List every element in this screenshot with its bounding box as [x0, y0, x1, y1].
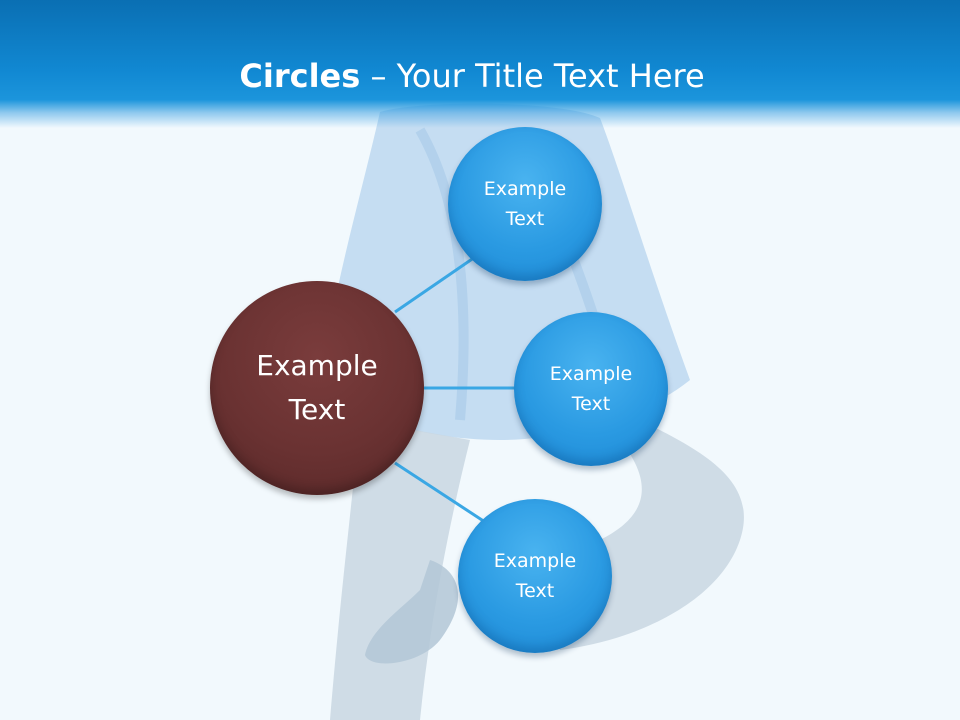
- title-bold: Circles: [239, 57, 361, 95]
- center-circle-line2: Text: [288, 393, 346, 426]
- slide-title: Circles – Your Title Text Here: [0, 54, 944, 98]
- title-bar: [0, 0, 960, 128]
- outer-circle-top: Example Text: [448, 127, 602, 281]
- outer-circle-top-line1: Example: [483, 178, 567, 200]
- center-circle-line1: Example: [256, 349, 378, 382]
- outer-circle-middle: Example Text: [514, 312, 668, 466]
- outer-circle-middle-line1: Example: [549, 363, 633, 385]
- title-rest: – Your Title Text Here: [360, 57, 705, 95]
- outer-circle-top-line2: Text: [505, 208, 545, 230]
- outer-circle-middle-line2: Text: [571, 393, 611, 415]
- connector-line-top: [394, 253, 479, 314]
- connector-line-bottom: [394, 461, 486, 524]
- outer-circle-bottom-line1: Example: [493, 550, 577, 572]
- center-circle: Example Text: [210, 281, 424, 495]
- outer-circle-bottom-line2: Text: [515, 580, 555, 602]
- outer-circle-bottom: Example Text: [458, 499, 612, 653]
